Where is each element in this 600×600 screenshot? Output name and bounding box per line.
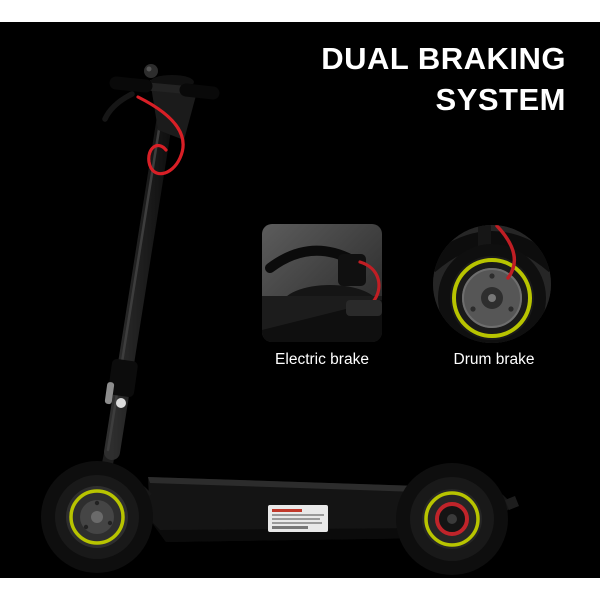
stem — [104, 90, 176, 460]
bell — [144, 64, 158, 78]
top-letterbox — [0, 0, 600, 22]
headline-line1: DUAL BRAKING — [321, 41, 566, 76]
brake-cable — [136, 95, 185, 176]
electric-brake-label: Electric brake — [275, 351, 369, 368]
headline: DUAL BRAKING SYSTEM — [321, 38, 566, 120]
spec-label-sticker — [268, 505, 328, 532]
right-grip — [179, 83, 220, 100]
rear-wheel — [396, 463, 508, 575]
electric-brake-inset-image — [262, 224, 382, 342]
drum-brake-inset-image — [433, 225, 551, 343]
drum-brake-label: Drum brake — [453, 351, 535, 368]
left-grip — [109, 76, 153, 93]
inset-fender — [433, 231, 551, 273]
headline-line2: SYSTEM — [435, 82, 566, 117]
inset-red-cable-drum — [495, 225, 516, 280]
brand-logo-badge — [116, 398, 126, 408]
handlebar — [102, 64, 220, 140]
deck — [148, 477, 433, 542]
front-wheel — [41, 461, 153, 573]
bottom-letterbox — [0, 578, 600, 600]
scooter — [41, 64, 519, 575]
folding-clamp — [104, 359, 138, 408]
brake-lever — [102, 91, 135, 122]
inset-red-cable — [358, 260, 381, 304]
